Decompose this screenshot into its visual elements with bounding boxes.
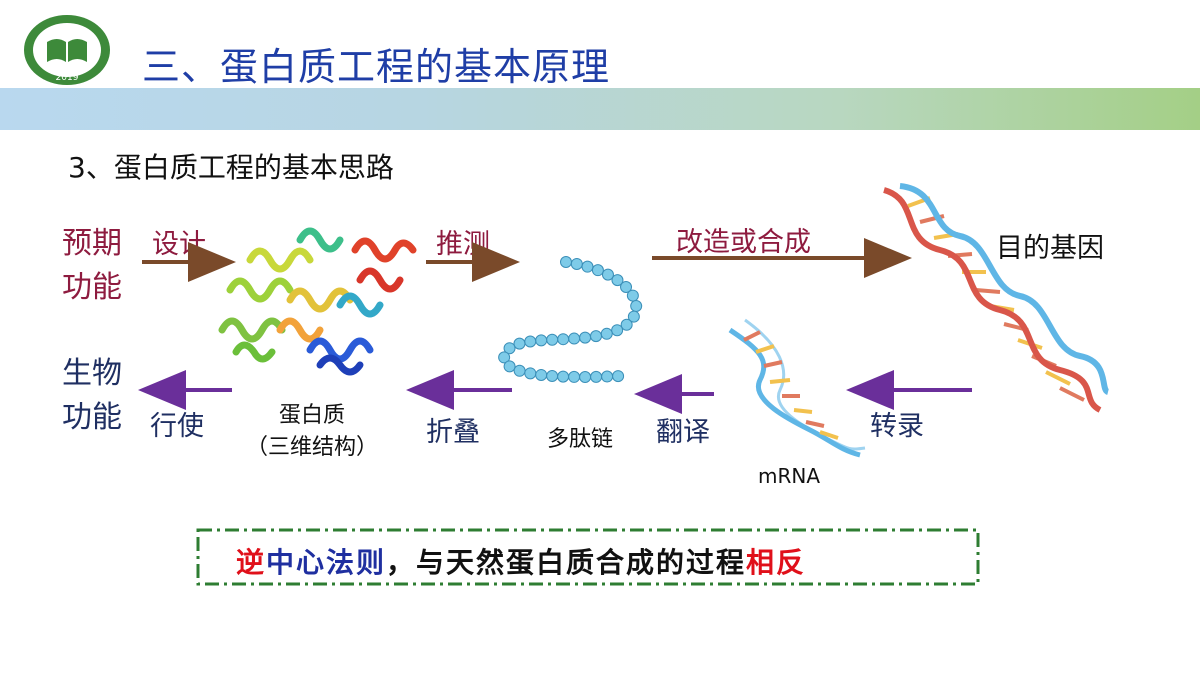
amino-acid-bead xyxy=(630,299,643,312)
polypeptide-label: 多肽链 xyxy=(546,427,613,452)
conclusion-middle: ，与天然蛋白质合成的过程 xyxy=(386,546,747,579)
dna-double-helix-image xyxy=(883,183,1110,413)
mrna-label: mRNA xyxy=(757,464,821,488)
step-fold: 折叠 xyxy=(426,417,480,448)
amino-acid-bead xyxy=(546,333,559,346)
amino-acid-bead xyxy=(524,335,537,348)
amino-acid-bead xyxy=(568,332,581,345)
page-title: 三、蛋白质工程的基本原理 xyxy=(142,45,611,89)
amino-acid-bead xyxy=(535,368,548,381)
step-transcribe: 转录 xyxy=(870,411,924,442)
biological-function-label: 生物 功能 xyxy=(62,352,122,440)
expected-function-label: 预期 功能 xyxy=(62,222,122,310)
book-icon xyxy=(47,39,66,62)
amino-acid-bead xyxy=(557,370,570,383)
target-gene-label: 目的基因 xyxy=(996,233,1104,264)
expected-function-line2: 功能 xyxy=(62,270,122,305)
amino-acid-bead xyxy=(568,370,581,383)
conclusion-central-dogma: 中心法则 xyxy=(266,546,387,579)
biological-function-line1: 生物 xyxy=(62,356,122,391)
conclusion-opposite: 相反 xyxy=(746,546,807,579)
conclusion-reverse: 逆 xyxy=(236,546,267,579)
amino-acid-bead xyxy=(591,264,604,277)
amino-acid-bead xyxy=(620,318,633,331)
amino-acid-bead xyxy=(535,334,548,347)
amino-acid-bead xyxy=(560,256,572,268)
section-subtitle: 3、蛋白质工程的基本思路 xyxy=(68,151,394,184)
amino-acid-bead xyxy=(626,289,639,302)
school-logo: 2019 xyxy=(24,15,110,85)
header-band xyxy=(0,88,1200,130)
amino-acid-bead xyxy=(524,367,537,380)
amino-acid-bead xyxy=(503,360,516,373)
amino-acid-bead xyxy=(579,370,592,383)
amino-acid-bead xyxy=(557,333,570,346)
conclusion-dash-border xyxy=(196,528,980,586)
protein-label: 蛋白质 （三维结构） xyxy=(232,400,392,464)
amino-acid-bead xyxy=(611,274,624,287)
step-perform: 行使 xyxy=(150,411,204,442)
amino-acid-bead xyxy=(600,327,613,340)
amino-acid-bead xyxy=(546,369,559,382)
amino-acid-bead xyxy=(570,257,583,270)
amino-acid-bead xyxy=(611,324,624,337)
amino-acid-bead xyxy=(620,281,633,294)
amino-acid-bead xyxy=(601,370,614,383)
expected-function-line1: 预期 xyxy=(62,226,122,261)
protein-label-line1: 蛋白质 xyxy=(278,403,345,428)
conclusion-text: 逆中心法则，与天然蛋白质合成的过程相反 xyxy=(236,541,806,581)
protein-structure-image xyxy=(218,227,417,376)
amino-acid-bead xyxy=(498,351,511,364)
amino-acid-bead xyxy=(581,260,594,273)
amino-acid-bead xyxy=(612,370,625,383)
amino-acid-bead xyxy=(590,330,603,343)
polypeptide-chain-image xyxy=(498,256,643,383)
logo-year: 2019 xyxy=(56,73,79,83)
step-modify-synthesize: 改造或合成 xyxy=(676,227,811,258)
amino-acid-bead xyxy=(503,342,516,355)
amino-acid-bead xyxy=(590,370,603,383)
amino-acid-bead xyxy=(513,364,526,377)
amino-acid-bead xyxy=(513,337,526,350)
step-translate: 翻译 xyxy=(656,417,710,448)
mrna-image xyxy=(728,318,866,458)
amino-acid-bead xyxy=(601,268,614,281)
protein-label-line2: （三维结构） xyxy=(245,435,378,460)
amino-acid-bead xyxy=(627,310,640,323)
biological-function-line2: 功能 xyxy=(62,400,122,435)
amino-acid-bead xyxy=(579,331,592,344)
